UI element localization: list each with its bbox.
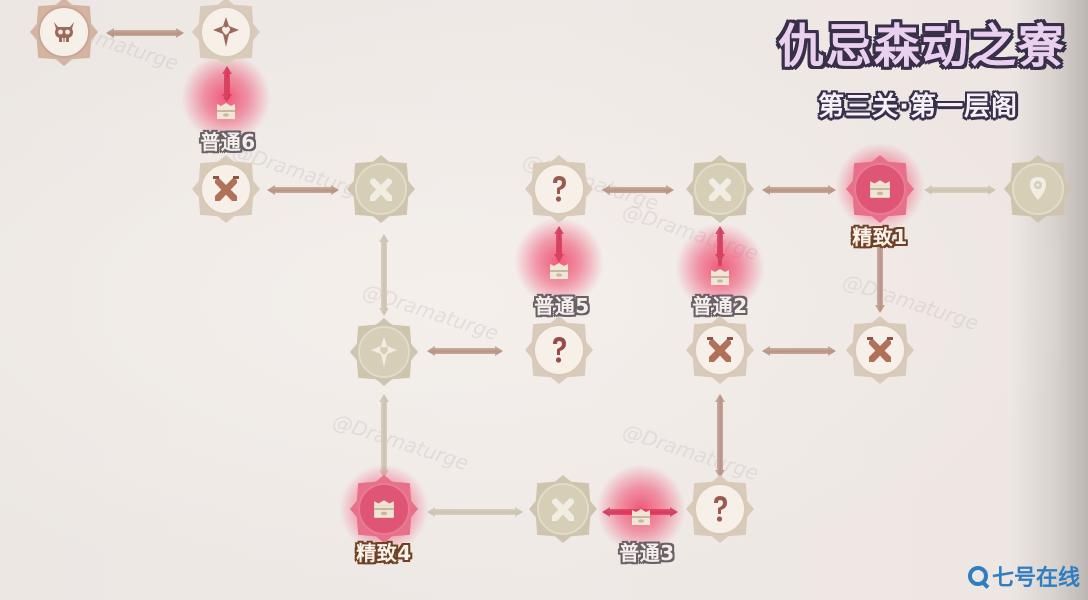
path-connector [717, 400, 723, 472]
path-connector [930, 187, 990, 193]
chest-icon [217, 103, 235, 119]
map-pin-icon [1028, 176, 1048, 202]
chest-icon [373, 499, 395, 519]
crossed-swords-icon [705, 335, 735, 365]
path-connector [273, 187, 333, 193]
brand-logo-icon [967, 566, 988, 586]
node-start[interactable] [1004, 155, 1072, 223]
node-heart-shrine-top[interactable] [192, 0, 260, 66]
node-battle-a[interactable] [192, 155, 260, 223]
chest-normal-2[interactable] [705, 244, 735, 286]
node-battle-e[interactable] [846, 316, 914, 384]
crossed-swords-icon [705, 174, 735, 204]
path-connector [768, 348, 830, 354]
stage-subtitle: 第三关·第一层阁 [818, 92, 1018, 122]
node-battle-f[interactable] [529, 475, 597, 543]
path-connector [433, 348, 497, 354]
node-elite-chest-1[interactable] [846, 155, 914, 223]
question-icon [549, 335, 569, 365]
chest-label: 精致4 [356, 541, 412, 565]
heart-crest-icon [212, 16, 240, 48]
chest-label: 普通3 [619, 541, 675, 565]
crossed-swords-icon [366, 174, 396, 204]
brand-watermark: 七号在线 [967, 560, 1080, 592]
node-event-b[interactable] [525, 316, 593, 384]
chest-label: 普通2 [692, 294, 748, 318]
path-connector [877, 245, 883, 307]
chest-normal-6[interactable] [211, 78, 241, 120]
node-battle-c[interactable] [686, 155, 754, 223]
heart-crest-icon [370, 336, 398, 368]
node-battle-b[interactable] [347, 155, 415, 223]
path-connector [381, 240, 387, 310]
chest-label: 精致1 [852, 225, 908, 249]
chest-icon [550, 263, 568, 279]
node-battle-d[interactable] [686, 316, 754, 384]
node-boss[interactable] [30, 0, 98, 66]
crossed-swords-icon [548, 494, 578, 524]
node-event-a[interactable] [525, 155, 593, 223]
chest-normal-5[interactable] [544, 238, 574, 280]
chest-icon [869, 179, 891, 199]
path-connector [768, 187, 830, 193]
path-connector [608, 187, 668, 193]
chest-normal-3[interactable] [626, 486, 656, 526]
chest-label: 普通6 [200, 130, 256, 154]
path-connector [112, 30, 178, 36]
brand-label: 七号在线 [991, 566, 1080, 591]
crossed-swords-icon [211, 174, 241, 204]
question-icon [710, 494, 730, 524]
chest-label: 普通5 [534, 294, 590, 318]
node-heart-shrine-mid[interactable] [350, 318, 418, 386]
node-event-c[interactable] [686, 475, 754, 543]
chest-icon [632, 509, 650, 525]
chest-icon [711, 269, 729, 285]
question-icon [549, 174, 569, 204]
node-elite-chest-4[interactable] [350, 475, 418, 543]
crossed-swords-icon [865, 335, 895, 365]
path-connector [433, 509, 517, 515]
path-connector [381, 400, 387, 472]
stage-title: 仇忌森动之寮 [778, 10, 1066, 76]
skull-icon [51, 19, 77, 45]
